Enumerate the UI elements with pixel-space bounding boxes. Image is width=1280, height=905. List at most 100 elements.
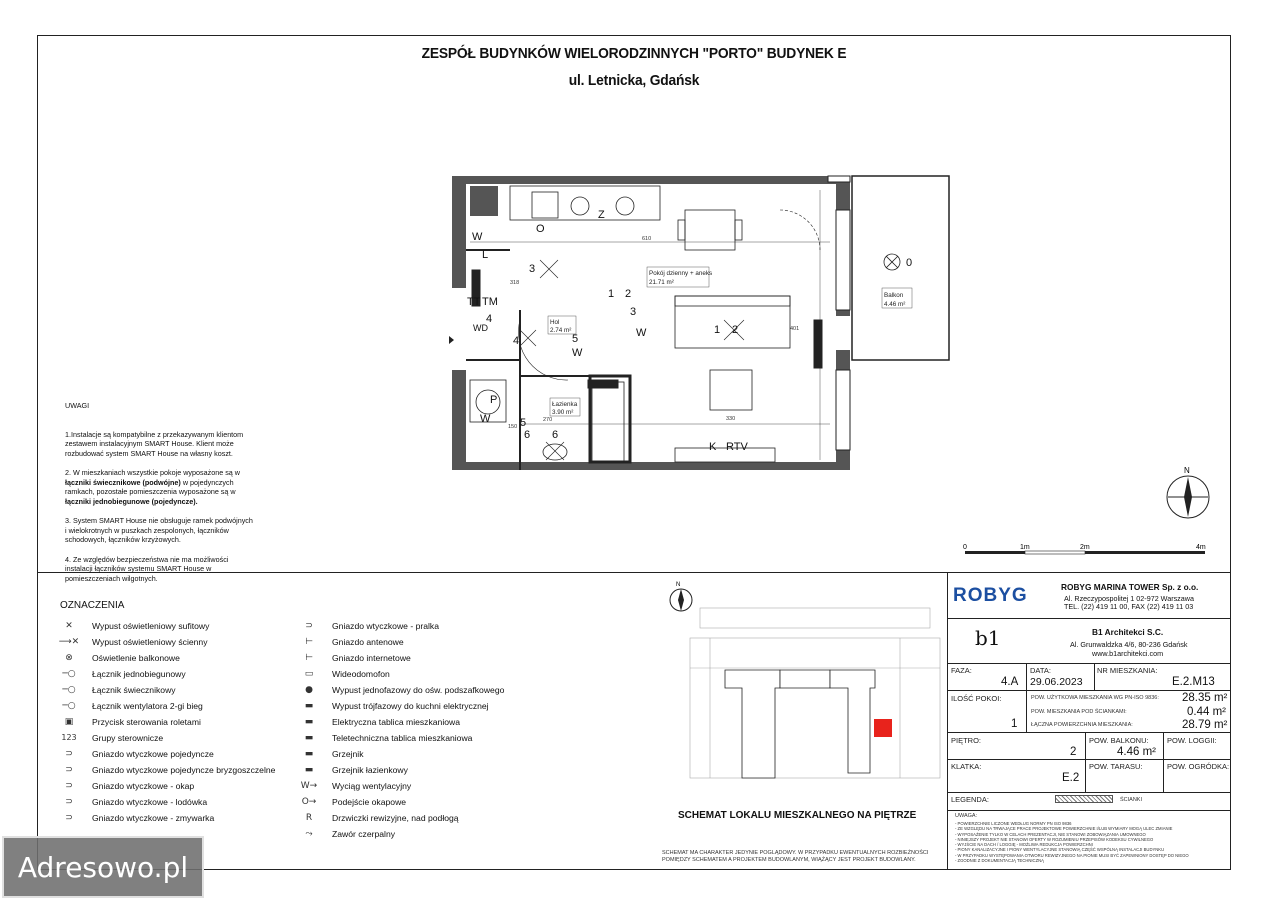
legend-label: Oświetlenie balkonowe xyxy=(92,652,180,663)
legend-symbol-icon: ─○ xyxy=(62,684,76,695)
balkon-label: POW. BALKONU: xyxy=(1089,736,1149,745)
scianki-label: ŚCIANKI xyxy=(1120,797,1143,803)
dim-610: 610 xyxy=(642,236,651,242)
symbol-label: 1 xyxy=(608,288,614,300)
legend-symbol-icon: W→ xyxy=(300,780,318,791)
legend-symbol-icon: ⊢ xyxy=(305,636,313,647)
legend-label: Grupy sterownicze xyxy=(92,732,164,743)
loggia-label: POW. LOGGII: xyxy=(1167,736,1217,745)
note-3: 3. System SMART House nie obsługuje rame… xyxy=(65,516,253,545)
symbol-label: W xyxy=(572,347,583,359)
apartment-highlight xyxy=(874,719,892,737)
legend-symbol-icon: ▬ xyxy=(304,732,314,743)
room-label-bathroom: Łazienka xyxy=(552,401,578,408)
svg-text:N: N xyxy=(676,582,680,588)
dim-270: 270 xyxy=(543,417,552,423)
legend-label: Przycisk sterowania roletami xyxy=(92,716,201,727)
legend-symbol-icon: ▭ xyxy=(304,668,314,679)
note-1: 1.Instalacje są kompatybilne z przekazyw… xyxy=(65,429,244,458)
adresowo-watermark[interactable]: Adresowo.pl xyxy=(2,836,204,898)
symbol-label: 5 xyxy=(520,417,526,429)
symbol-label: 3 xyxy=(529,263,535,275)
symbol-label: 6 xyxy=(524,429,530,441)
legend-label: Teletechniczna tablica mieszkaniowa xyxy=(332,732,473,743)
legend-label: Wypust trójfazowy do kuchni elektrycznej xyxy=(332,700,489,711)
symbol-label: K xyxy=(709,441,717,453)
legend-symbol-icon: ⊢ xyxy=(305,652,313,663)
pow-pod-value: 0.44 m² xyxy=(1187,706,1226,718)
frame-divider-horizontal xyxy=(37,572,1231,573)
dim-330: 330 xyxy=(726,416,735,422)
pow-laczna-label: ŁĄCZNA POWIERZCHNIA MIESZKANIA: xyxy=(1031,722,1133,728)
legend-symbol-icon: R xyxy=(305,812,313,823)
scheme-title: SCHEMAT LOKALU MIESZKALNEGO NA PIĘTRZE xyxy=(678,810,917,821)
symbol-label: TT xyxy=(467,296,481,308)
dim-318: 318 xyxy=(510,280,519,286)
pow-uzytkowa-label: POW. UŻYTKOWA MIESZKANIA WG PN-ISO 9836: xyxy=(1031,695,1159,701)
symbol-label: W xyxy=(636,327,647,339)
legend-label: Grzejnik łazienkowy xyxy=(332,764,408,775)
scale-label: 4m xyxy=(1196,544,1206,551)
legend-left: ✕Wypust oświetleniowy sufitowy ⟶✕ Wypust o… xyxy=(58,618,308,833)
legend-symbol-icon: ▬ xyxy=(304,748,314,759)
drawing-frame xyxy=(37,35,1231,870)
symbol-label: 4 xyxy=(486,313,492,325)
page-subtitle: ul. Letnicka, Gdańsk xyxy=(568,72,700,89)
architect-web: www.b1architekci.com xyxy=(1092,649,1164,658)
symbol-label: 1 xyxy=(714,324,720,336)
legend-item: ⊃Gniazdo wtyczkowe pojedyncze bryzgoszcz… xyxy=(58,762,275,777)
legend-symbol-icon: O→ xyxy=(301,796,317,807)
uwaga-text: - POWIERZCHNIE LICZONE WEDŁUG NORMY PN I… xyxy=(955,821,1189,864)
legend-label: Gniazdo wtyczkowe pojedyncze xyxy=(92,748,214,759)
company-name: ROBYG MARINA TOWER Sp. z o.o. xyxy=(1061,582,1199,592)
legend-symbol-icon: ⟶✕ xyxy=(58,636,80,647)
legend-label: Podejście okapowe xyxy=(332,796,407,807)
legend-item: ⊢ Gniazdo antenowe xyxy=(298,634,404,649)
company-phone: TEL. (22) 419 11 00, FAX (22) 419 11 03 xyxy=(1064,602,1194,611)
legenda-label: LEGENDA: xyxy=(951,795,989,804)
pokoje-value: 1 xyxy=(1011,718,1018,730)
scale-label: 1m xyxy=(1020,544,1030,551)
floor-plan: Pokój dzienny + aneks 21.71 m² Hol 2.74 … xyxy=(449,175,950,470)
legend-item: ✕Wypust oświetleniowy sufitowy xyxy=(58,618,209,633)
pow-laczna-value: 28.79 m² xyxy=(1182,719,1228,731)
frame-divider-vertical xyxy=(947,572,948,870)
legend-item: ⊗Oświetlenie balkonowe xyxy=(58,650,180,665)
symbol-label: O xyxy=(536,223,545,235)
dim-150: 150 xyxy=(508,424,517,430)
legend-label: Gniazdo antenowe xyxy=(332,636,404,647)
legend-symbol-icon: ▬ xyxy=(304,700,314,711)
architect-name: B1 Architekci S.C. xyxy=(1092,627,1164,637)
data-value: 29.06.2023 xyxy=(1030,676,1083,688)
room-area-bathroom: 3.90 m² xyxy=(552,409,573,416)
symbol-label: WD xyxy=(473,323,488,333)
legend-item: ⟶✕ Wypust oświetleniowy ścienny xyxy=(58,634,208,649)
legend-label: Łącznik wentylatora 2-gi bieg xyxy=(92,700,203,711)
nr-value: E.2.M13 xyxy=(1172,676,1215,688)
legend-item: ⤳Zawór czerpalny xyxy=(298,826,395,841)
pietro-value: 2 xyxy=(1070,746,1077,758)
legend-symbol-icon: ─○ xyxy=(62,700,76,711)
dim-401: 401 xyxy=(790,326,799,332)
faza-label: FAZA: xyxy=(951,666,972,675)
symbol-label: TM xyxy=(482,296,498,308)
legend-label: Drzwiczki rewizyjne, nad podłogą xyxy=(332,812,459,823)
legend-item: ─○Łącznik jednobiegunowy xyxy=(58,666,185,681)
legend-label: Wypust oświetleniowy ścienny xyxy=(92,636,208,647)
legend-item: W→Wyciąg wentylacyjny xyxy=(298,778,411,793)
symbol-label: 2 xyxy=(625,288,631,300)
data-label: DATA: xyxy=(1030,666,1051,675)
legend-label: Gniazdo wtyczkowe - lodówka xyxy=(92,796,208,807)
room-area-balcony: 4.46 m² xyxy=(884,301,905,308)
scheme-note: SCHEMAT MA CHARAKTER JEDYNIE POGLĄDOWY. … xyxy=(662,850,929,863)
legend-symbol-icon: ⊃ xyxy=(305,620,313,631)
balkon-value: 4.46 m² xyxy=(1117,746,1156,758)
legend-right: ⊃ Gniazdo wtyczkowe - pralka ⊢ Gniazdo ante… xyxy=(298,618,548,848)
compass-north-icon: N xyxy=(1166,466,1210,519)
uwaga-label: UWAGA: xyxy=(955,813,978,819)
scianki-hatch xyxy=(1055,795,1113,803)
symbol-label: Z xyxy=(598,209,605,221)
legend-item: ⊃Gniazdo wtyczkowe - okap xyxy=(58,778,194,793)
legend-label: Gniazdo wtyczkowe - pralka xyxy=(332,620,439,631)
legend-item: ─○ Łącznik wentylatora 2-gi bieg xyxy=(58,698,203,713)
